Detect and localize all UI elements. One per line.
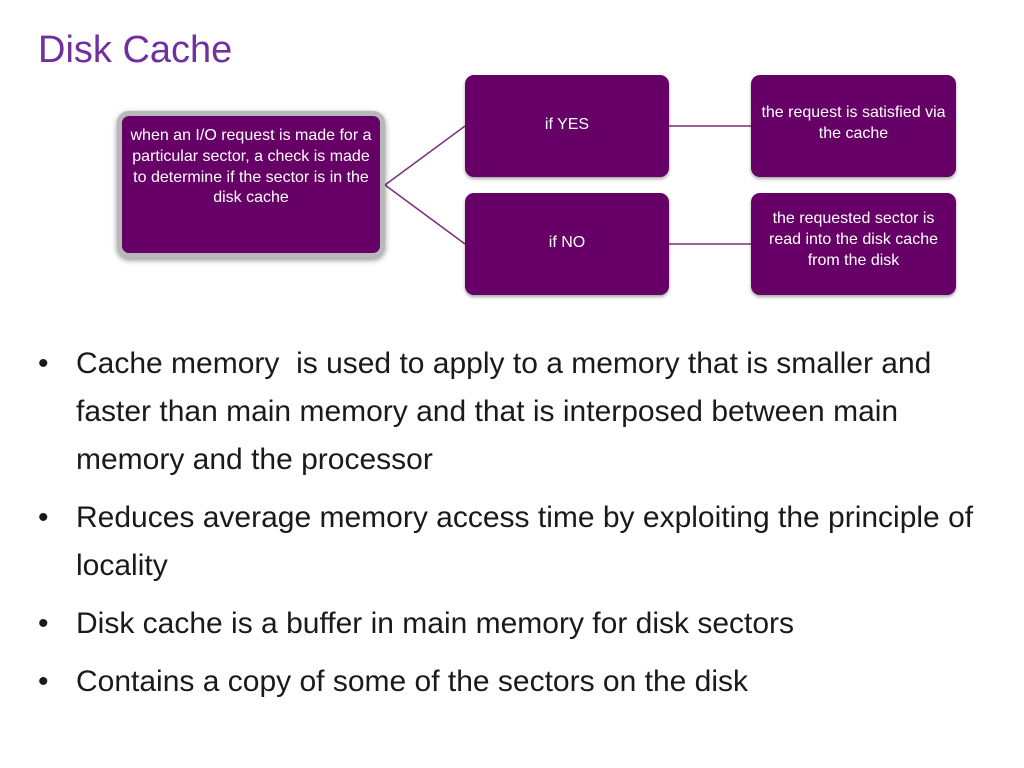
bullet-item: • Cache memory is used to apply to a mem… [38,340,998,484]
result-no-node: the requested sector is read into the di… [751,193,956,295]
bullet-text: Reduces average memory access time by ex… [76,501,974,582]
branch-no-node: if NO [465,193,669,295]
bullet-list: • Cache memory is used to apply to a mem… [38,340,998,716]
bullet-item: • Reduces average memory access time by … [38,494,998,590]
result-yes-node: the request is satisfied via the cache [751,75,956,177]
branch-yes-text: if YES [544,116,590,133]
branch-yes-node: if YES [465,75,669,177]
bullet-text: Disk cache is a buffer in main memory fo… [76,607,795,640]
bullet-glyph: • [38,501,49,534]
result-no-text: the requested sector is read into the di… [769,210,938,269]
decision-diagram: when an I/O request is made for a partic… [0,0,1024,320]
bullet-item: • Contains a copy of some of the sectors… [38,658,998,706]
bullet-glyph: • [38,347,49,380]
slide-title: Disk Cache [38,29,233,71]
bullet-item: • Disk cache is a buffer in main memory … [38,600,998,648]
connector-root-to-no [384,184,466,245]
bullet-glyph: • [38,665,49,698]
bullet-text: Cache memory is used to apply to a memor… [76,347,940,476]
root-condition-node: when an I/O request is made for a partic… [117,111,385,258]
result-yes-text: the request is satisfied via the cache [761,104,946,142]
root-condition-text: when an I/O request is made for a partic… [130,127,372,207]
bullet-text: Contains a copy of some of the sectors o… [76,665,749,698]
branch-no-text: if NO [548,234,586,251]
connector-root-to-yes [384,125,466,186]
bullet-glyph: • [38,607,49,640]
diagram-connectors [384,125,751,245]
